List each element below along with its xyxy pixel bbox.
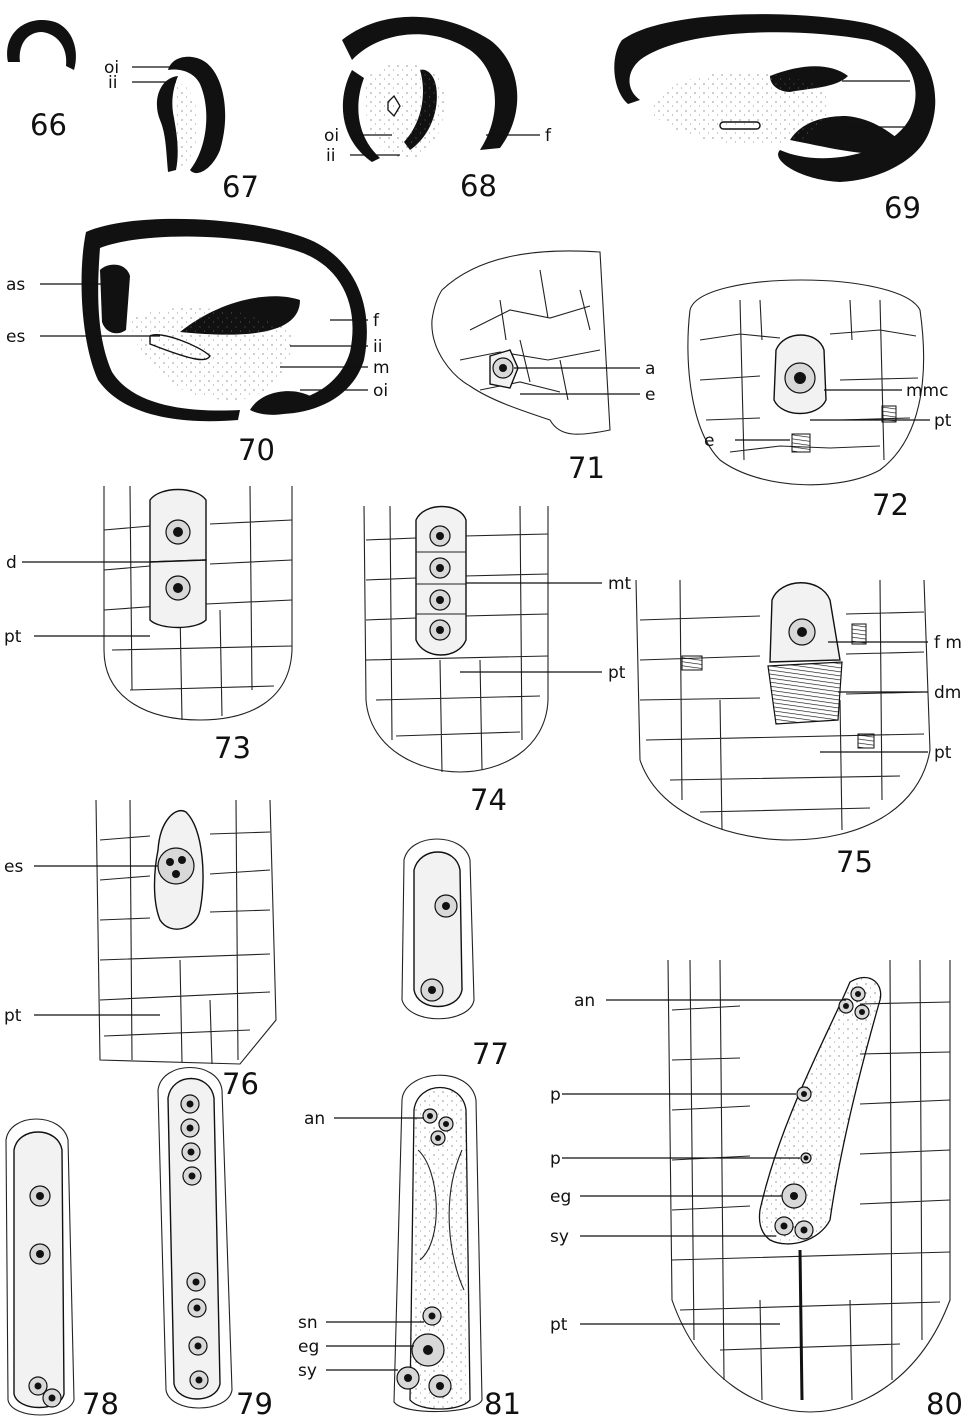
label-mt: mt xyxy=(608,574,632,594)
figure-number-69: 69 xyxy=(884,191,921,225)
parietal-tissue xyxy=(858,734,874,748)
figure-number-76: 76 xyxy=(222,1067,259,1101)
figure-66: 66 xyxy=(7,20,76,142)
figure-81: an sn eg sy 81 xyxy=(298,1075,521,1421)
figure-number-68: 68 xyxy=(460,169,497,203)
label-e: e xyxy=(704,431,714,451)
figure-79: 79 xyxy=(158,1068,273,1421)
label-an: an xyxy=(304,1109,325,1129)
figure-number-81: 81 xyxy=(484,1387,521,1421)
parietal-tissue xyxy=(682,656,702,670)
label-pt: pt xyxy=(608,663,626,683)
figure-73: d pt 73 xyxy=(4,486,292,765)
label-f: f xyxy=(373,311,380,331)
figure-68: oi ii f 68 xyxy=(324,17,552,203)
embryo-sac xyxy=(14,1132,64,1408)
figure-77: 77 xyxy=(402,839,509,1071)
figure-74: mt pt 74 xyxy=(364,506,632,817)
label-a: a xyxy=(645,359,655,379)
figure-67: oi ii 67 xyxy=(104,57,259,204)
figure-number-74: 74 xyxy=(470,783,507,817)
label-p-upper: p xyxy=(550,1085,561,1105)
label-d: d xyxy=(6,553,17,573)
label-pt: pt xyxy=(934,743,952,763)
label-eg: eg xyxy=(550,1187,571,1207)
label-an: an xyxy=(574,991,595,1011)
label-f: f xyxy=(918,118,925,138)
label-ii: ii xyxy=(326,146,335,166)
label-dm: dm xyxy=(934,683,961,703)
label-pt: pt xyxy=(4,627,22,647)
label-ii: ii xyxy=(373,337,382,357)
label-oi: oi xyxy=(324,126,339,146)
label-es: es xyxy=(6,327,25,347)
figure-number-80: 80 xyxy=(926,1387,963,1421)
figure-number-77: 77 xyxy=(472,1037,509,1071)
parietal-tissue xyxy=(792,434,810,452)
label-p-lower: p xyxy=(550,1149,561,1169)
label-pt: pt xyxy=(4,1006,22,1026)
nucellus xyxy=(650,73,829,144)
aril-strand xyxy=(100,265,130,334)
label-ii: ii xyxy=(108,73,117,93)
label-sn: sn xyxy=(298,1313,318,1333)
figure-number-66: 66 xyxy=(30,108,67,142)
figure-number-78: 78 xyxy=(82,1387,119,1421)
figure-78: 78 xyxy=(6,1119,119,1421)
label-pt: pt xyxy=(934,411,952,431)
parietal-tissue xyxy=(852,624,866,644)
label-eg: eg xyxy=(298,1337,319,1357)
figure-number-79: 79 xyxy=(236,1387,273,1421)
figure-70: as es f ii m oi 70 xyxy=(6,219,390,467)
figure-number-71: 71 xyxy=(568,451,605,485)
label-m: m xyxy=(373,358,390,378)
ovule-primordium xyxy=(7,20,76,70)
label-f: f xyxy=(545,126,552,146)
nucellus xyxy=(365,63,445,160)
figure-76: es pt 76 xyxy=(4,800,276,1101)
figure-75: f m dm pt 75 xyxy=(636,580,962,879)
figure-number-72: 72 xyxy=(872,488,909,522)
pollen-tube xyxy=(800,1250,802,1400)
label-pt: pt xyxy=(550,1315,568,1335)
figure-69: m f 69 xyxy=(614,14,935,225)
label-as: as xyxy=(6,275,25,295)
label-e: e xyxy=(645,385,655,405)
figure-72: mmc e pt 72 xyxy=(688,280,952,522)
degenerated-megaspores xyxy=(768,662,842,724)
label-oi: oi xyxy=(373,381,388,401)
figure-71: a e 71 xyxy=(432,251,656,485)
figure-number-67: 67 xyxy=(222,170,259,204)
nucellus xyxy=(130,308,291,400)
label-sy: sy xyxy=(298,1361,317,1381)
label-m: m xyxy=(916,72,933,92)
label-mmc: mmc xyxy=(906,381,948,401)
figure-80: an p p eg sy pt 80 xyxy=(550,960,963,1421)
figure-number-75: 75 xyxy=(836,845,873,879)
figure-number-73: 73 xyxy=(214,731,251,765)
label-sy: sy xyxy=(550,1227,569,1247)
label-es: es xyxy=(4,857,23,877)
label-fm: f m xyxy=(934,633,962,653)
figure-number-70: 70 xyxy=(238,433,275,467)
